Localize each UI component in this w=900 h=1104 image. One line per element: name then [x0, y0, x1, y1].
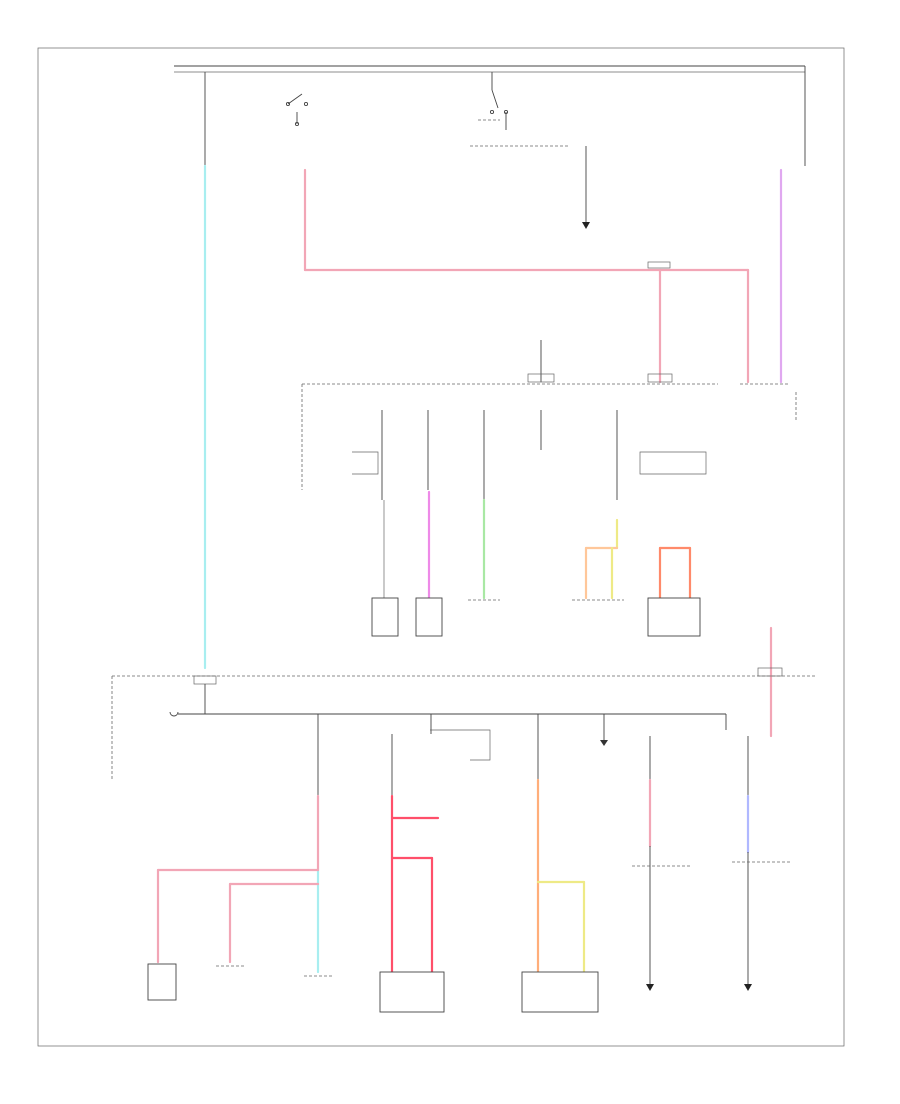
connector-upper: [527, 340, 673, 383]
component-box-6: [521, 971, 599, 1013]
wire-orange-junction: [658, 546, 692, 600]
wire-red-cluster: [390, 794, 440, 974]
wire-pink-ignition: [303, 168, 750, 384]
component-box-2: [415, 597, 443, 637]
upper-fuse-branches: [352, 410, 707, 500]
ignition-switch-main: [470, 89, 570, 147]
wire-yellow-junction: [584, 518, 619, 600]
lower-fuse-drops: [317, 714, 749, 796]
component-box-1: [371, 597, 399, 637]
right-connector: [757, 626, 783, 738]
component-box-3: [647, 597, 701, 637]
component-box-5: [379, 971, 445, 1013]
splice-top: [647, 261, 671, 269]
wire-pink-right-lower: [646, 778, 654, 991]
wire-blue-right: [744, 794, 752, 991]
lower-fuse-box: [111, 675, 816, 780]
top-bus: [174, 65, 806, 166]
page-frame: [37, 47, 845, 1047]
ignition-switch: [285, 93, 309, 127]
upper-fuse-box: [301, 383, 797, 490]
lower-internal-bus: [169, 684, 727, 730]
component-box-4: [147, 963, 177, 1001]
ground-center: [582, 146, 590, 229]
wire-pink-lower-left: [156, 794, 320, 974]
wire-orange-yellow: [536, 778, 586, 974]
